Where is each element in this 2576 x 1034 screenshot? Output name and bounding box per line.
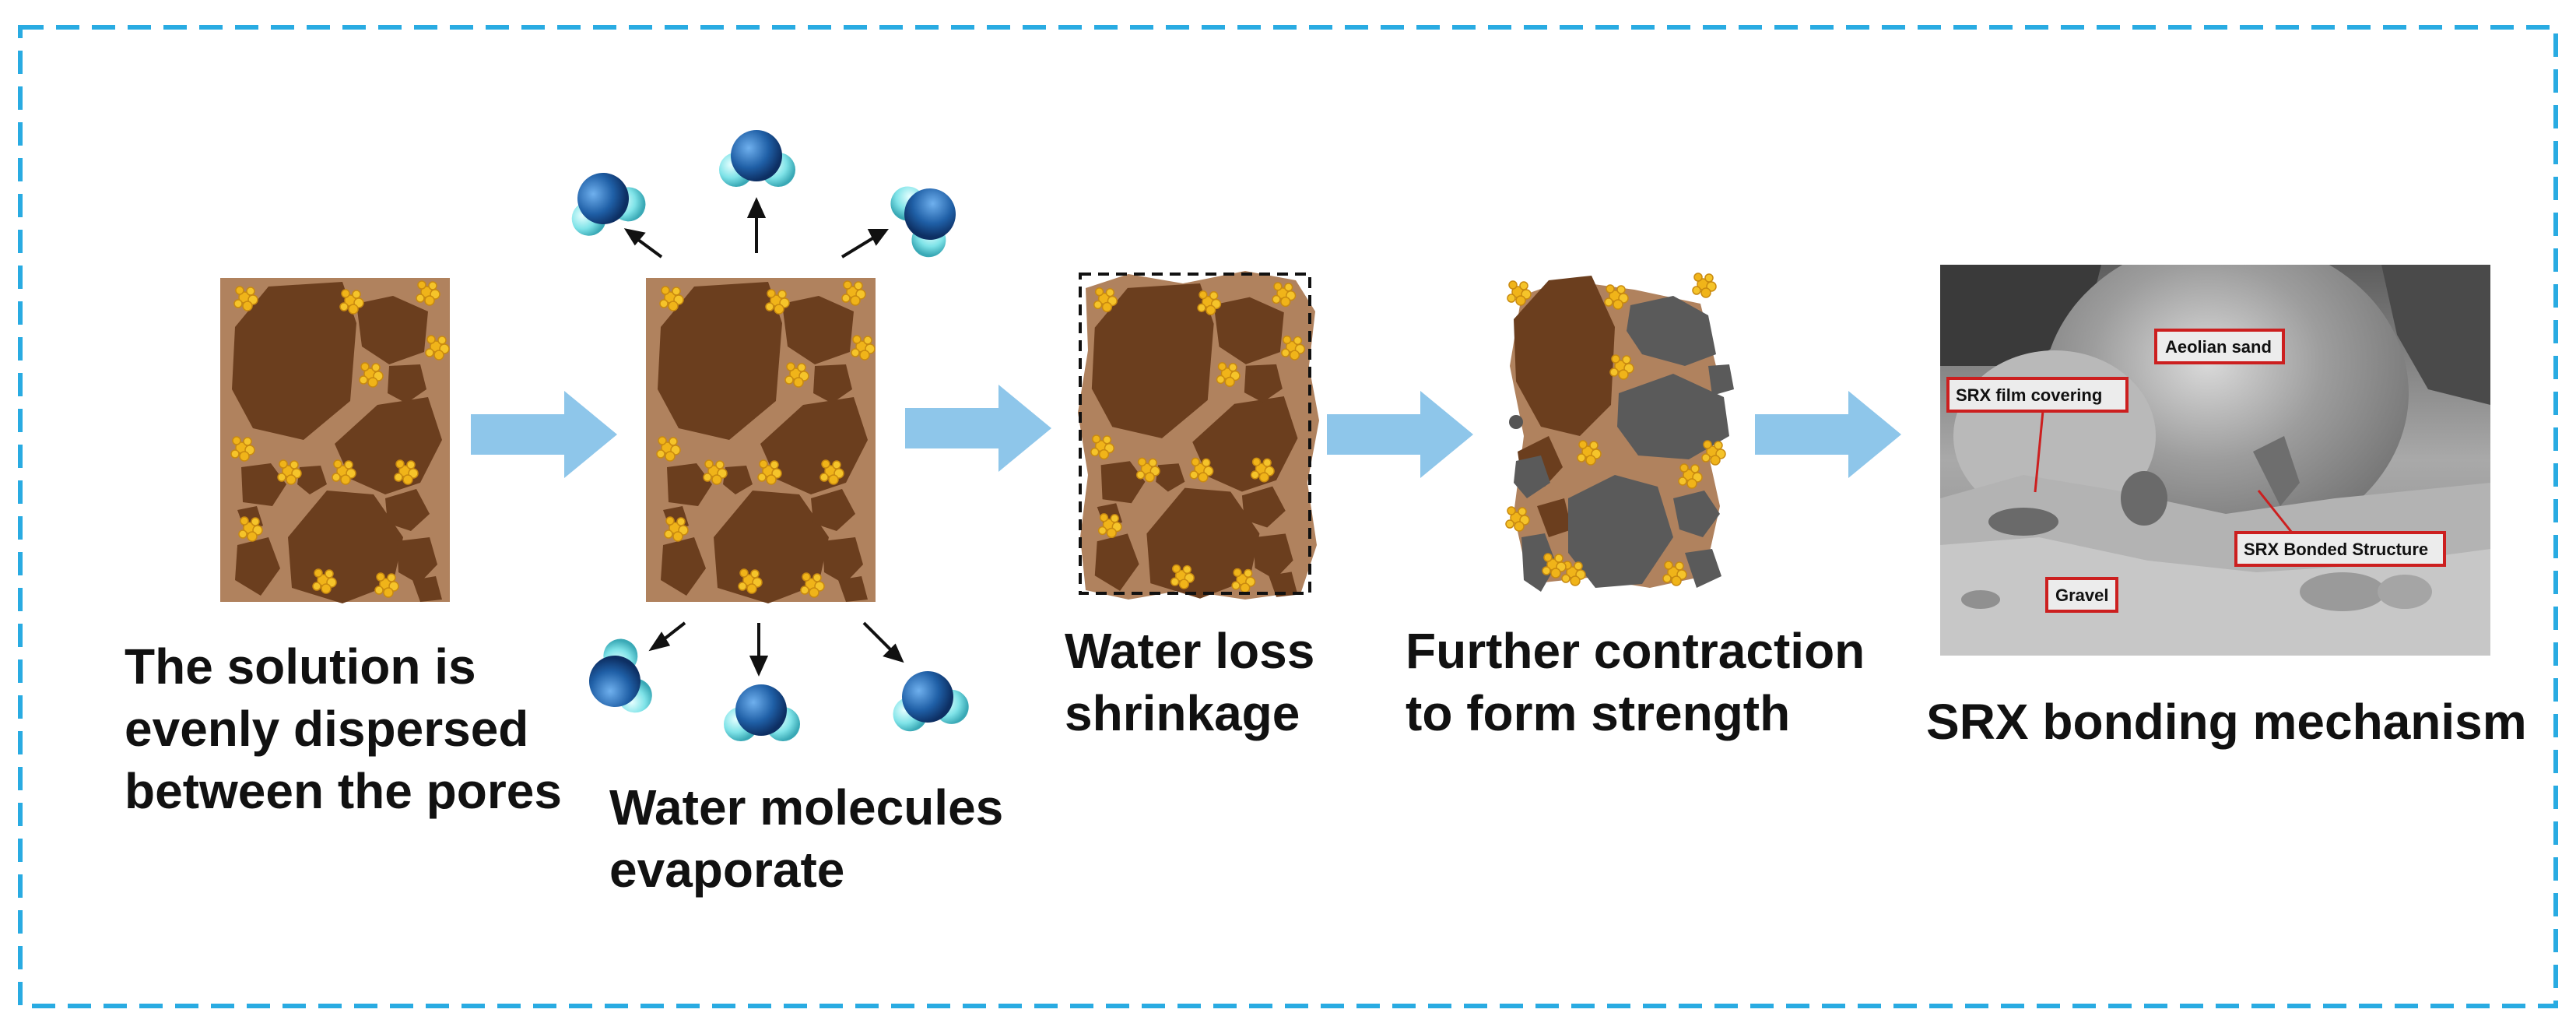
sem-label-film-covering: SRX film covering (1956, 385, 2102, 405)
panel-water-loss (1078, 271, 1319, 600)
caption-step-5: SRX bonding mechanism (1926, 694, 2527, 750)
caption-step-4: Further contraction to form strength (1406, 623, 1865, 741)
water-molecule-icon (559, 160, 651, 241)
panel-further-contraction (1505, 273, 1734, 592)
panel-solution-dispersed (220, 278, 450, 603)
dashed-frame (18, 25, 2558, 1008)
water-molecule-icon (884, 168, 972, 264)
sem-label-bonded-structure: SRX Bonded Structure (2244, 540, 2428, 559)
sem-micrograph: Aeolian sand SRX film covering SRX Bonde… (1940, 265, 2490, 656)
flow-arrow-icon (1755, 391, 1901, 478)
water-molecule-icon (724, 684, 800, 741)
water-molecule-icon (886, 664, 972, 734)
flow-arrow-icon (471, 391, 617, 478)
caption-step-2: Water molecules evaporate (609, 779, 1004, 898)
flow-arrow-icon (905, 385, 1051, 472)
sem-label-aeolian-sand: Aeolian sand (2165, 337, 2272, 357)
caption-step-3: Water loss shrinkage (1065, 623, 1315, 741)
water-molecule-icon (719, 130, 795, 187)
sem-label-gravel: Gravel (2055, 586, 2109, 605)
caption-step-1: The solution is evenly dispersed between… (125, 638, 562, 819)
water-molecule-icon (577, 634, 658, 726)
flow-arrow-icon (1327, 391, 1473, 478)
evaporation-arrows (623, 197, 904, 677)
panel-water-evaporate (646, 278, 876, 603)
